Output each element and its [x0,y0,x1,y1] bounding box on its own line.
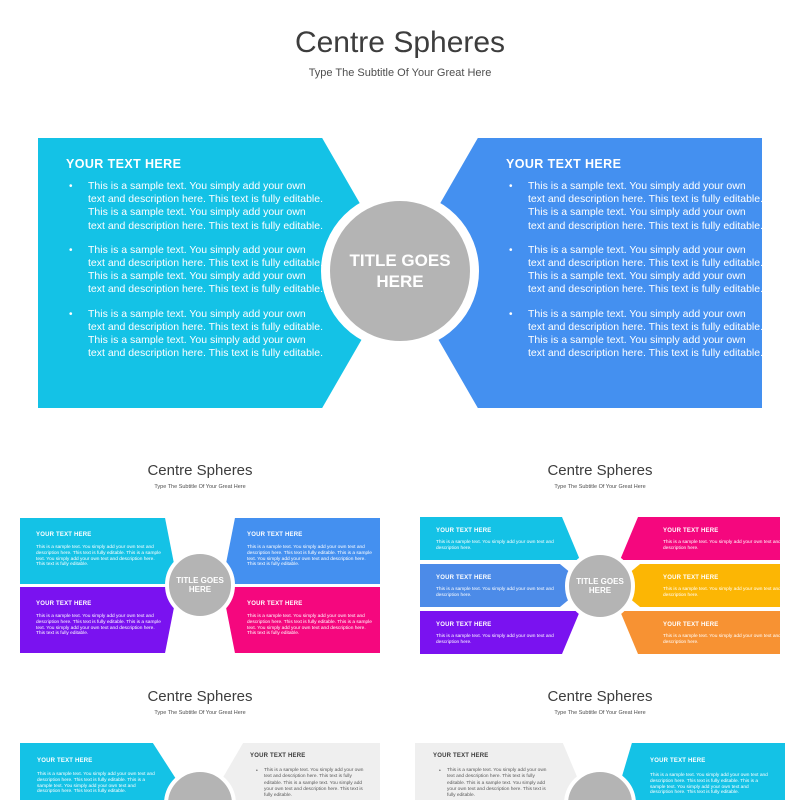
slide-subtitle: Type The Subtitle Of Your Great Here [554,710,646,716]
slide-title: Centre Spheres [147,688,253,705]
panel-top-left-cyan: YOUR TEXT HERE This is a sample text. Yo… [20,518,178,584]
panel-bottom-right-pink: YOUR TEXT HERE This is a sample text. Yo… [222,587,380,653]
bullet-list: This is a sample text. You simply add yo… [66,180,324,371]
slide-subtitle: Type The Subtitle Of Your Great Here [308,67,492,79]
slide-subtitle: Type The Subtitle Of Your Great Here [154,484,246,490]
panel-body: This is a sample text. You simply add yo… [650,773,768,796]
panel-top-right-blue: YOUR TEXT HERE This is a sample text. Yo… [222,518,380,584]
slide-title: Centre Spheres [294,26,506,59]
panel-left-middle-blue: YOUR TEXT HERE This is a sample text. Yo… [420,564,586,607]
bullet-item: This is a sample text. You simply add yo… [506,244,762,297]
panel-heading: YOUR TEXT HERE [650,758,706,764]
bullet-item: This is a sample text. You simply add yo… [506,180,762,233]
slide-title: Centre Spheres [547,462,653,479]
panel-heading: YOUR TEXT HERE [247,532,303,538]
panel-left-top-cyan: YOUR TEXT HERE This is a sample text. Yo… [420,517,580,560]
panel-heading: YOUR TEXT HERE [250,753,306,759]
bullet-item: This is a sample text. You simply add yo… [256,768,370,799]
panel-body: This is a sample text. You simply add yo… [436,540,554,551]
panel-body: This is a sample text. You simply add yo… [247,545,372,568]
panel-heading: YOUR TEXT HERE [436,575,492,581]
centre-sphere: TITLE GOES HERE [165,550,235,620]
sphere-title: TITLE GOES HERE [576,576,624,596]
panel-heading: YOUR TEXT HERE [247,601,303,607]
panel-heading: YOUR TEXT HERE [66,157,182,171]
sphere-title: TITLE GOES HERE [349,251,451,291]
panel-bottom-left-purple: YOUR TEXT HERE This is a sample text. Yo… [20,587,178,653]
centre-sphere: TITLE GOES HERE [565,551,635,621]
panel-right-bottom-orange: YOUR TEXT HERE This is a sample text. Yo… [620,611,780,654]
panel-heading: YOUR TEXT HERE [663,575,719,581]
slide-subtitle: Type The Subtitle Of Your Great Here [554,484,646,490]
panel-body: This is a sample text. You simply add yo… [436,634,554,645]
panel-body: This is a sample text. You simply add yo… [247,614,372,637]
left-arrow-panel-gray: YOUR TEXT HERE This is a sample text. Yo… [415,743,591,800]
panel-body: This is a sample text. You simply add yo… [663,587,781,598]
sphere-title: TITLE GOES HERE [176,575,224,595]
bullet-item: This is a sample text. You simply add yo… [506,308,762,361]
panel-heading: YOUR TEXT HERE [37,758,93,764]
centre-sphere [164,768,236,800]
slide-title: Centre Spheres [547,688,653,705]
panel-heading: YOUR TEXT HERE [36,532,92,538]
bullet-list: This is a sample text. You simply add yo… [506,180,762,371]
right-arrow-panel-cyan: YOUR TEXT HERE This is a sample text. Yo… [612,743,785,800]
slide-subtitle: Type The Subtitle Of Your Great Here [154,710,246,716]
panel-heading: YOUR TEXT HERE [433,753,489,759]
panel-right-middle-amber: YOUR TEXT HERE This is a sample text. Yo… [614,564,780,607]
centre-sphere: TITLE GOES HERE [321,192,479,350]
panel-heading: YOUR TEXT HERE [436,528,492,534]
panel-heading: YOUR TEXT HERE [36,601,92,607]
panel-body: This is a sample text. You simply add yo… [36,545,161,568]
slide-title: Centre Spheres [147,462,253,479]
bullet-item: This is a sample text. You simply add yo… [66,244,324,297]
panel-heading: YOUR TEXT HERE [663,528,719,534]
bullet-item: This is a sample text. You simply add yo… [439,768,553,799]
panel-body: This is a sample text. You simply add yo… [36,614,161,637]
panel-heading: YOUR TEXT HERE [436,622,492,628]
panel-left-bottom-purple: YOUR TEXT HERE This is a sample text. Yo… [420,611,580,654]
bullet-list: This is a sample text. You simply add yo… [256,768,370,799]
panel-heading: YOUR TEXT HERE [663,622,719,628]
bullet-item: This is a sample text. You simply add yo… [66,308,324,361]
panel-body: This is a sample text. You simply add yo… [37,772,155,795]
panel-body: This is a sample text. You simply add yo… [663,540,781,551]
left-arrow-panel-cyan: YOUR TEXT HERE This is a sample text. Yo… [20,743,196,800]
bullet-item: This is a sample text. You simply add yo… [66,180,324,233]
panel-body: This is a sample text. You simply add yo… [663,634,781,645]
panel-heading: YOUR TEXT HERE [506,157,622,171]
bullet-list: This is a sample text. You simply add yo… [439,768,553,799]
panel-body: This is a sample text. You simply add yo… [436,587,554,598]
panel-right-top-pink: YOUR TEXT HERE This is a sample text. Yo… [620,517,780,560]
left-arrow-panel: YOUR TEXT HERE This is a sample text. Yo… [38,138,400,408]
